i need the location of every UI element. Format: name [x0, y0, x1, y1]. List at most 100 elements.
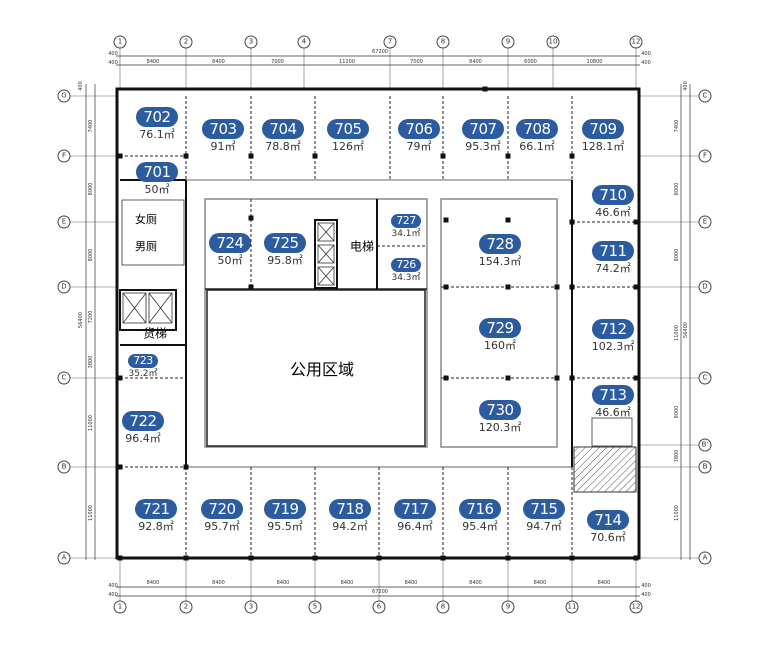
structural-column [554, 284, 560, 290]
dim-bottom-edge: 400 [641, 592, 651, 598]
dim-bottom-span: 8400 [404, 580, 418, 586]
dim-top-span: 8400 [212, 59, 225, 65]
outer-wall [115, 87, 641, 560]
structural-column [633, 555, 639, 561]
room-number-badge: 702 [136, 107, 178, 127]
axis-top-1: 1 [113, 35, 127, 49]
room-number-badge: 724 [209, 233, 251, 253]
room-area: 96.4㎡ [397, 520, 433, 533]
room-area: 35.2㎡ [128, 369, 158, 379]
room-area: 95.8㎡ [267, 254, 303, 267]
axis-top-7: 7 [383, 35, 397, 49]
dim-right-span: 11000 [674, 504, 680, 521]
structural-column [569, 375, 575, 381]
structural-column [569, 153, 575, 159]
dim-top-span: 11200 [339, 59, 355, 65]
structural-column [183, 555, 189, 561]
dim-left-span: 3800 [88, 355, 94, 369]
room-area: 46.6㎡ [595, 206, 631, 219]
room-area: 95.7㎡ [204, 520, 240, 533]
room-number-badge: 705 [327, 119, 369, 139]
dim-right-edge: 400 [683, 81, 689, 91]
room-number-badge: 728 [479, 234, 521, 254]
structural-column [117, 464, 123, 470]
room-area: 34.3㎡ [391, 273, 421, 283]
axis-top-10: 10 [546, 35, 560, 49]
dim-bottom-span: 8400 [533, 580, 547, 586]
dim-top-total: 67200 [372, 49, 388, 55]
dim-bottom-span: 8400 [212, 580, 225, 586]
dim-top-edge: 400 [641, 60, 651, 66]
dim-bottom-span: 8400 [597, 580, 611, 586]
dim-left-span: 8000 [88, 248, 94, 261]
structural-column [505, 153, 511, 159]
room-number-badge: 721 [135, 499, 177, 519]
room-number-badge: 713 [592, 385, 634, 405]
dim-right-span: 8000 [674, 182, 680, 196]
structural-column [554, 375, 560, 381]
axis-top-12: 12 [629, 35, 643, 49]
dim-bottom-span: 8400 [146, 580, 160, 586]
dim-right-span: 8000 [674, 248, 680, 261]
room-area: 74.2㎡ [595, 262, 631, 275]
dim-right-span: 7400 [674, 119, 680, 133]
dim-top-span: 7000 [271, 59, 284, 65]
room-area: 126㎡ [332, 140, 364, 153]
structural-column [443, 375, 449, 381]
dim-left-span: 7400 [88, 119, 94, 133]
dim-left-span: 8000 [88, 182, 94, 196]
room-number-badge: 720 [201, 499, 243, 519]
room-number-badge: 704 [262, 119, 304, 139]
structural-column [248, 284, 254, 290]
room-area: 120.3㎡ [478, 421, 522, 434]
axis-right-F: F [698, 149, 712, 163]
room-number-badge: 706 [398, 119, 440, 139]
room-area: 76.1㎡ [139, 128, 175, 141]
structural-column [117, 153, 123, 159]
room-number-badge: 722 [122, 411, 164, 431]
structural-column [505, 284, 511, 290]
room-number-badge: 717 [394, 499, 436, 519]
room-area: 70.6㎡ [590, 531, 626, 544]
axis-left-B: B [57, 460, 71, 474]
structural-column [117, 555, 123, 561]
axis-left-C: C [57, 371, 71, 385]
room-number-badge: 703 [202, 119, 244, 139]
axis-bottom-9: 9 [501, 600, 515, 614]
structural-column [633, 219, 639, 225]
axis-top-2: 2 [179, 35, 193, 49]
axis-right-B: B [698, 460, 712, 474]
structural-column [505, 375, 511, 381]
structural-column [569, 284, 575, 290]
room-number-badge: 711 [592, 241, 634, 261]
public-area-hall [206, 289, 426, 447]
axis-top-4: 4 [297, 35, 311, 49]
room-number-badge: 730 [479, 400, 521, 420]
structural-column [248, 215, 254, 221]
axis-top-9: 9 [501, 35, 515, 49]
dim-top-edge: 400 [108, 60, 118, 66]
room-number-badge: 723 [128, 354, 158, 368]
room-area: 128.1㎡ [581, 140, 625, 153]
room-area: 78.8㎡ [265, 140, 301, 153]
